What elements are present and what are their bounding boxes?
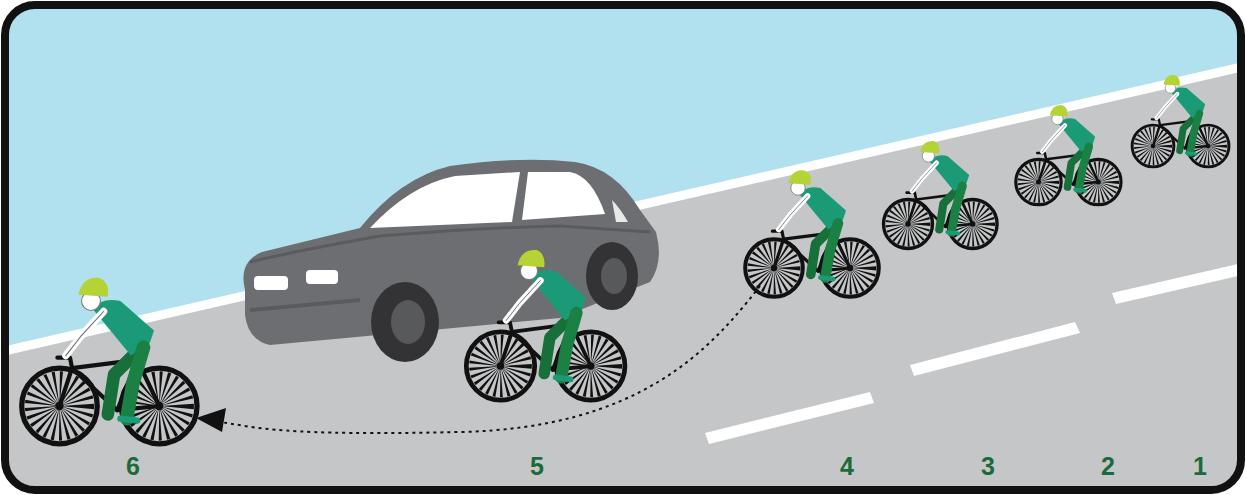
path-line <box>214 286 760 433</box>
road-edge-line <box>6 66 1240 352</box>
callout-number: 2 <box>1088 452 1128 480</box>
sky <box>6 6 1240 489</box>
frame <box>5 5 1241 490</box>
callout-number: 5 <box>517 452 557 480</box>
callout-number: 4 <box>827 452 867 480</box>
callout-number: 3 <box>968 452 1008 480</box>
callout-number: 6 <box>113 452 153 480</box>
cyclist <box>1016 105 1121 205</box>
cyclist <box>22 278 197 444</box>
cyclist <box>466 250 625 400</box>
cyclist <box>745 170 879 297</box>
arrow-head <box>196 408 226 432</box>
cyclist <box>1132 75 1229 167</box>
road <box>6 70 1240 489</box>
cyclist <box>884 141 998 249</box>
callout-number: 1 <box>1180 452 1220 480</box>
